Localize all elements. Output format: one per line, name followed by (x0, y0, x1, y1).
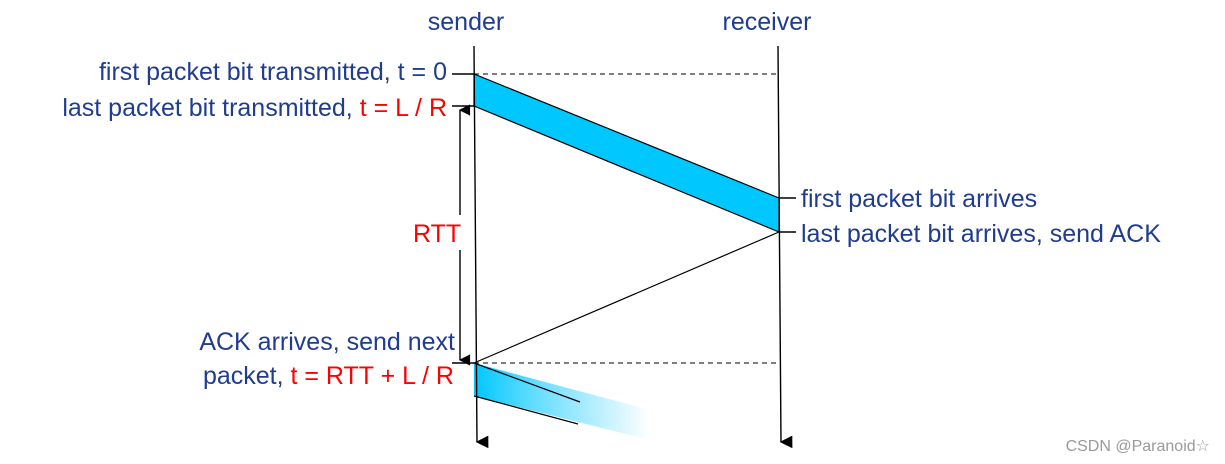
label-last-transmitted-time: t = L / R (360, 94, 447, 122)
label-ack-line2-text: packet, (203, 362, 291, 390)
label-last-transmitted-text: last packet bit transmitted, (62, 94, 359, 122)
label-ack-line2: packet, t = RTT + L / R (203, 362, 454, 390)
next-packet-bottom-edge (473, 395, 579, 425)
label-first-transmitted: first packet bit transmitted, t = 0 (99, 58, 447, 86)
receiver-lifeline (777, 45, 793, 449)
sender-label: sender (428, 8, 504, 36)
sender-lifeline (473, 45, 489, 449)
packet-band (473, 73, 780, 233)
label-ack-time: t = RTT + L / R (291, 362, 455, 390)
watermark: CSDN @Paranoid☆ (1066, 438, 1210, 455)
label-last-arrives: last packet bit arrives, send ACK (801, 220, 1161, 248)
label-first-arrives: first packet bit arrives (801, 185, 1037, 213)
next-packet-top-edge (473, 362, 581, 403)
receiver-label: receiver (723, 8, 812, 36)
rtt-label: RTT (413, 220, 461, 248)
next-packet-band (474, 363, 650, 440)
label-last-transmitted: last packet bit transmitted, t = L / R (62, 94, 447, 122)
label-ack-line1: ACK arrives, send next (199, 328, 455, 356)
ack-line (473, 231, 780, 364)
